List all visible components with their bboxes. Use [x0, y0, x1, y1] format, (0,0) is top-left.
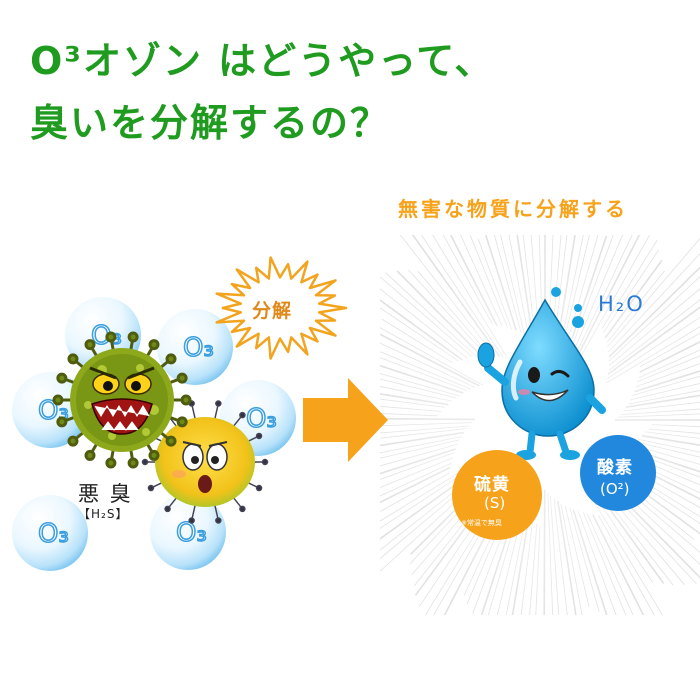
ozone-bubble: O₃	[157, 309, 233, 385]
right-arrow-icon	[303, 378, 388, 462]
green-germ-spike-tip	[105, 331, 117, 343]
green-germ-spike-tip	[84, 449, 96, 461]
green-germ-spike-tip	[176, 372, 188, 384]
ozone-label: O₃	[246, 404, 277, 434]
yellow-germ-spike-tip	[261, 458, 269, 466]
green-germ-spike-tip	[148, 449, 160, 461]
page-title-line-2: 臭いを分解するの？	[30, 101, 391, 145]
green-germ-spike-tip	[84, 339, 96, 351]
decompose-burst-label: 分解	[252, 300, 293, 322]
ozone-bubble: O₃	[12, 495, 88, 571]
green-germ-spike-tip	[148, 339, 160, 351]
sulfur-formula: (S)	[484, 494, 506, 512]
sulfur-label: 硫黄	[474, 475, 510, 495]
oxygen-formula: (O²)	[600, 480, 630, 498]
odor-label: 悪 臭	[78, 482, 133, 506]
ozone-label: O₃	[91, 321, 122, 351]
green-germ-spike-tip	[176, 416, 188, 428]
oxygen-circle	[580, 435, 656, 511]
water-formula: H₂O	[598, 292, 645, 316]
sulfur-circle	[452, 450, 542, 540]
sulfur-note: ※常温で無臭	[461, 519, 502, 527]
green-germ-spike-tip	[180, 394, 192, 406]
yellow-germ-spike-tip	[215, 517, 222, 524]
green-germ-spike-tip	[105, 457, 117, 469]
yellow-germ-spike-tip	[239, 505, 246, 513]
yellow-germ-spike-tip	[255, 432, 263, 440]
oxygen-label: 酸素	[597, 458, 633, 478]
yellow-germ-spike-tip	[164, 505, 171, 513]
ozone-bubble: O₃	[12, 372, 88, 448]
yellow-germ-spike-tip	[215, 400, 222, 407]
water-drop-character-icon	[477, 287, 606, 460]
green-germ-spike-tip	[165, 353, 177, 365]
yellow-germ-spike-tip	[147, 484, 155, 492]
starburst-icon	[215, 256, 348, 360]
odor-formula: 【H₂S】	[78, 507, 129, 521]
green-germ-spike-tip	[52, 394, 64, 406]
yellow-germ-character-icon	[141, 400, 269, 524]
green-germ-character-icon	[52, 331, 192, 469]
green-germ-spike-tip	[56, 372, 68, 384]
green-germ-spike-tip	[165, 435, 177, 447]
green-germ-spike-tip	[127, 331, 139, 343]
green-germ-spike-tip	[67, 435, 79, 447]
ozone-label: O₃	[183, 333, 214, 363]
ozone-label: O₃	[38, 519, 69, 549]
yellow-germ-spike-tip	[239, 411, 246, 419]
yellow-germ-spike-tip	[255, 484, 263, 492]
yellow-germ-spike-tip	[188, 517, 195, 524]
page-title-line-1: O³オゾン はどうやって、	[30, 39, 495, 83]
harmless-caption: 無害な物質に分解する	[398, 197, 628, 221]
green-germ-spike-tip	[127, 457, 139, 469]
green-germ-spike-tip	[67, 353, 79, 365]
green-germ-spike-tip	[56, 416, 68, 428]
yellow-germ-spike-tip	[141, 458, 149, 466]
